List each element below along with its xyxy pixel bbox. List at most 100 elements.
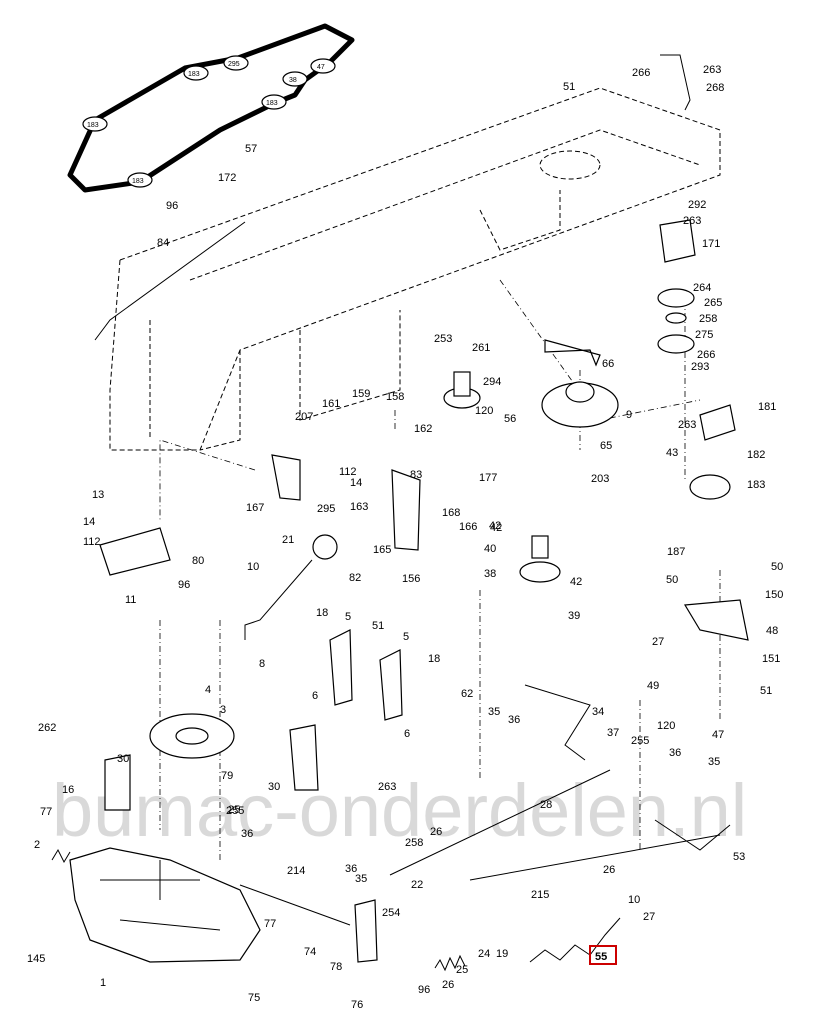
part-label: 6: [404, 728, 410, 740]
part-label: 266: [632, 67, 650, 79]
part-label: 13: [92, 489, 104, 501]
part-label: 263: [378, 781, 396, 793]
part-label: 36: [345, 863, 357, 875]
part-label: 79: [221, 770, 233, 782]
part-label: 48: [766, 625, 778, 637]
part-label: 96: [418, 984, 430, 996]
part-label: 19: [496, 948, 508, 960]
highlight-label: 55: [595, 951, 607, 963]
part-label: 24: [478, 948, 490, 960]
rod-22: [389, 769, 611, 876]
svg-text:183: 183: [188, 71, 200, 78]
part-label: 36: [508, 714, 520, 726]
part-label: 214: [287, 865, 305, 877]
pulley-3: [149, 713, 235, 759]
belt-pulley: 47: [310, 58, 336, 74]
part-label: 36: [669, 747, 681, 759]
part-label: 292: [688, 199, 706, 211]
idler-pulleys: [657, 288, 695, 354]
svg-text:38: 38: [289, 77, 297, 84]
part-label: 39: [568, 610, 580, 622]
part-label: 26: [430, 826, 442, 838]
part-label: 177: [479, 472, 497, 484]
bracket-181: [699, 404, 736, 441]
rod-215: [469, 834, 721, 881]
part-label: 120: [657, 720, 675, 732]
part-label: 84: [157, 237, 169, 249]
part-label: 42: [490, 522, 502, 534]
shaft-34: [524, 684, 591, 761]
bracket-5-right: [379, 649, 403, 721]
part-label: 28: [540, 799, 552, 811]
part-label: 166: [459, 521, 477, 533]
part-label: 293: [691, 361, 709, 373]
part-label: 27: [643, 911, 655, 923]
drive-belt: 183 295 183 38 183 183 47: [67, 23, 355, 193]
part-label: 182: [747, 449, 765, 461]
part-label: 3: [220, 704, 226, 716]
part-label: 14: [350, 477, 362, 489]
lever-8: [244, 559, 313, 640]
part-label: 258: [405, 837, 423, 849]
part-label: 42: [489, 520, 501, 532]
part-label: 43: [666, 447, 678, 459]
pulley-183: [689, 474, 731, 500]
part-label: 10: [247, 561, 259, 573]
part-label: 167: [246, 502, 264, 514]
part-label: 255: [226, 805, 244, 817]
part-label: 42: [570, 576, 582, 588]
part-label: 36: [241, 828, 253, 840]
part-label: 26: [442, 979, 454, 991]
part-label: 18: [428, 653, 440, 665]
part-label: 51: [372, 620, 384, 632]
part-label: 112: [339, 466, 357, 478]
bracket-255: [354, 899, 378, 963]
part-label: 5: [345, 611, 351, 623]
part-label: 294: [483, 376, 501, 388]
part-label: 262: [38, 722, 56, 734]
svg-text:47: 47: [317, 64, 325, 71]
highlight-box: [589, 945, 617, 965]
bracket-80: [99, 527, 171, 576]
part-label: 181: [758, 401, 776, 413]
part-label: 96: [166, 200, 178, 212]
part-label: 22: [411, 879, 423, 891]
part-label: 5: [403, 631, 409, 643]
part-label: 265: [704, 297, 722, 309]
part-label: 171: [702, 238, 720, 250]
part-label: 11: [125, 594, 136, 606]
part-label: 253: [434, 333, 452, 345]
part-label: 261: [472, 342, 490, 354]
bracket-66: [544, 339, 601, 367]
rod-268: [660, 54, 691, 111]
part-label: 49: [647, 680, 659, 692]
part-label: 9: [626, 409, 632, 421]
part-label: 26: [603, 864, 615, 876]
part-label: 80: [192, 555, 204, 567]
part-label: 264: [693, 282, 711, 294]
bracket-48: [683, 599, 749, 641]
rod-53: [654, 819, 731, 851]
part-label: 158: [386, 391, 404, 403]
pulley-295: [443, 371, 481, 409]
part-label: 21: [282, 534, 294, 546]
svg-text:183: 183: [87, 122, 99, 129]
part-label: 151: [762, 653, 780, 665]
part-label: 77: [264, 918, 276, 930]
part-label: 203: [591, 473, 609, 485]
bracket-264: [659, 219, 696, 263]
part-label: 266: [697, 349, 715, 361]
part-label: 38: [484, 568, 496, 580]
part-label: 8: [259, 658, 265, 670]
part-label: 40: [484, 543, 496, 555]
bracket-5-left: [329, 629, 353, 706]
part-label: 75: [248, 992, 260, 1004]
part-label: 183: [747, 479, 765, 491]
part-label: 161: [322, 398, 340, 410]
part-label: 51: [563, 81, 575, 93]
part-label: 14: [83, 516, 95, 528]
part-label: 53: [733, 851, 745, 863]
part-label: 51: [760, 685, 772, 697]
part-label: 35: [708, 756, 720, 768]
